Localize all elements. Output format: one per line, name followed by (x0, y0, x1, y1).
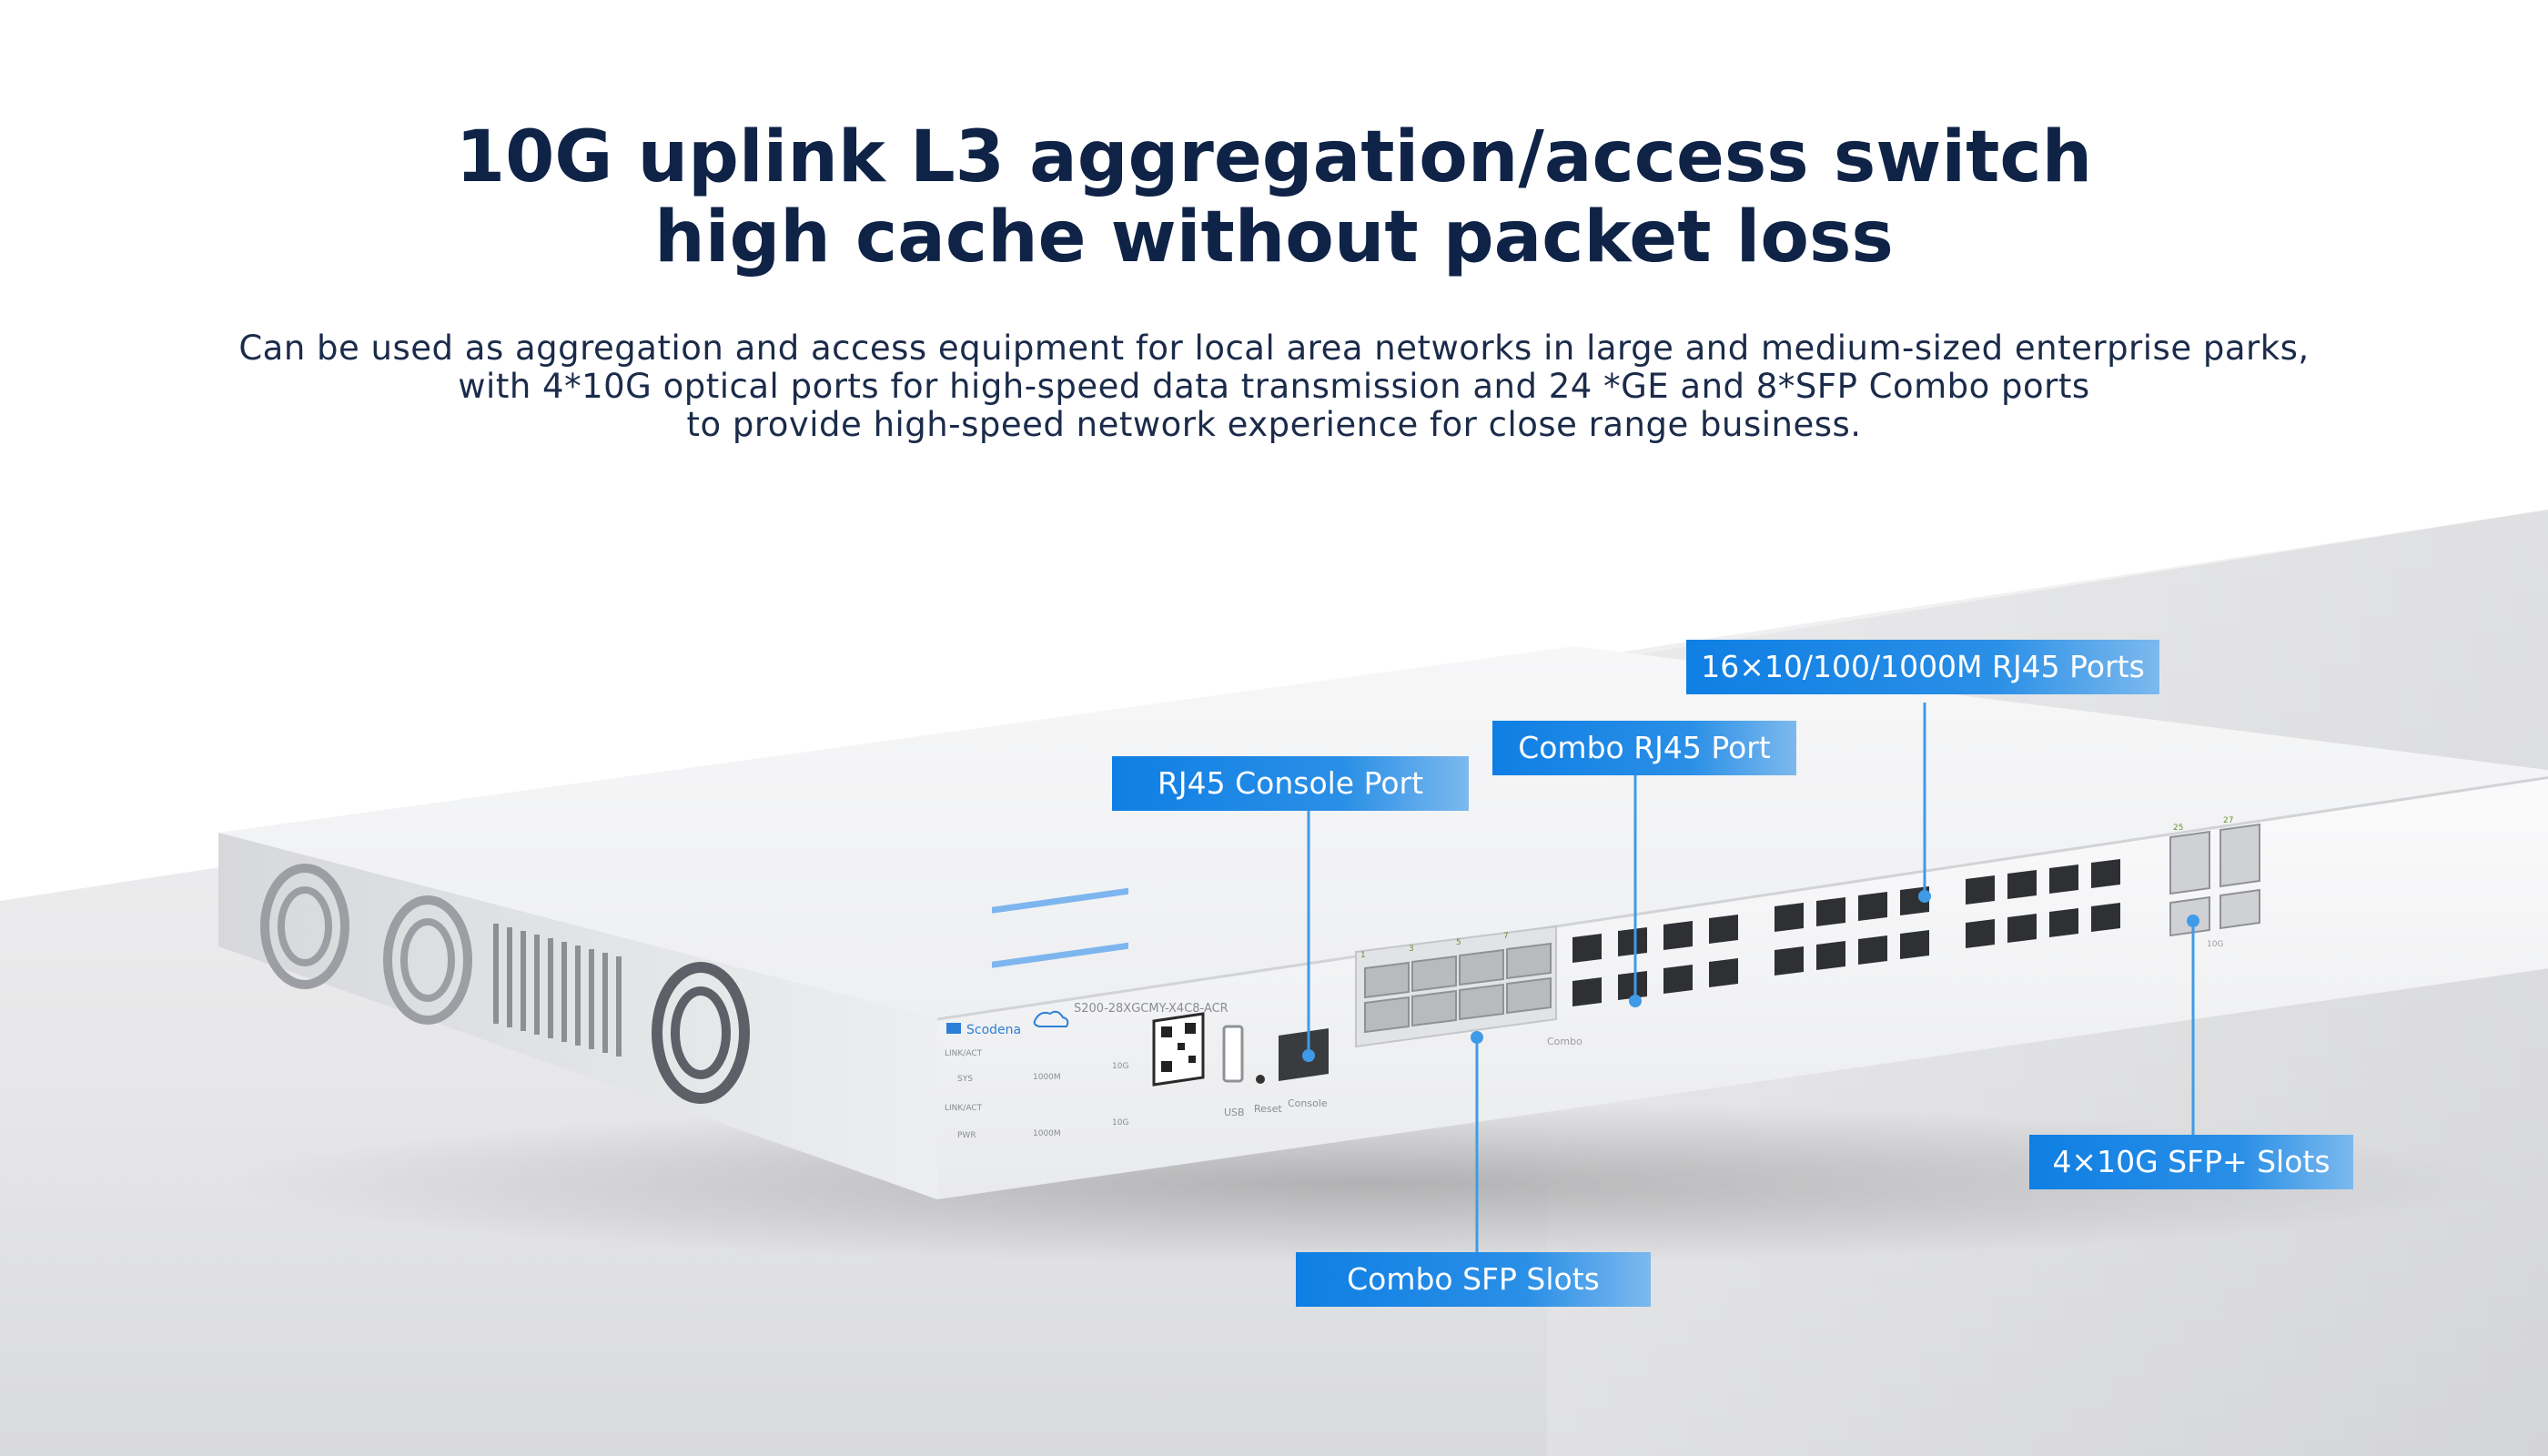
sfp-plus-speed-label: 10G (2207, 940, 2223, 949)
fan-icon (383, 895, 472, 1025)
port-number: 27 (2223, 816, 2233, 825)
speed-label: 10G (1112, 1118, 1128, 1127)
callout-console-port: RJ45 Console Port (1112, 756, 1469, 811)
combo-label: Combo (1547, 1036, 1582, 1047)
headline-line-2: high cache without packet loss (654, 197, 1894, 278)
speed-label: 1000M (1033, 1073, 1061, 1082)
device-top (218, 646, 2548, 1019)
callout-combo-rj45: Combo RJ45 Port (1492, 721, 1796, 775)
callout-sfp-plus-slots: 4×10G SFP+ Slots (2029, 1135, 2353, 1189)
leader-lines (1307, 703, 2195, 1252)
usb-label: USB (1224, 1107, 1245, 1118)
port-number: 7 (1503, 932, 1509, 941)
callout-rj45-ports: 16×10/100/1000M RJ45 Ports (1686, 640, 2159, 694)
brand-logo-icon (946, 1023, 961, 1034)
brand-name: Scodena (966, 1023, 1021, 1037)
description-line-3: to provide high-speed network experience… (686, 405, 1862, 444)
device-front-panel (937, 777, 2548, 1199)
usb-port[interactable] (1222, 1025, 1244, 1083)
callout-combo-sfp-slots: Combo SFP Slots (1296, 1252, 1651, 1307)
model-name: S200-28XGCMY-X4C8-ACR (1074, 1002, 1228, 1016)
led-label: LINK/ACT (945, 1049, 983, 1058)
led-label: SYS (957, 1075, 973, 1084)
qr-code-icon (1152, 1012, 1205, 1087)
description-line-2: with 4*10G optical ports for high-speed … (458, 367, 2090, 406)
reset-label: Reset (1254, 1103, 1282, 1115)
console-label: Console (1288, 1097, 1328, 1109)
port-number: 25 (2173, 824, 2183, 833)
description-line-1: Can be used as aggregation and access eq… (238, 329, 2310, 368)
reset-button[interactable] (1256, 1075, 1265, 1084)
port-number: 3 (1409, 945, 1414, 954)
led-label: LINK/ACT (945, 1104, 983, 1113)
headline-line-1: 10G uplink L3 aggregation/access switch (455, 116, 2093, 198)
cloud-icon (1033, 1010, 1069, 1027)
combo-sfp-slots (1355, 925, 1557, 1048)
combo-rj45-ports (1572, 915, 1738, 1006)
speed-label: 1000M (1033, 1129, 1061, 1138)
led-strip (992, 887, 1128, 968)
leader-dots (1302, 890, 2199, 1062)
fan-icon (260, 864, 349, 989)
port-number: 1 (1360, 951, 1366, 960)
port-number: 5 (1456, 938, 1461, 947)
fan-icon (652, 962, 750, 1104)
speed-label: 10G (1112, 1062, 1128, 1071)
vent-icon (493, 924, 622, 1057)
led-label: PWR (957, 1131, 976, 1140)
rj45-ports-17-24 (1966, 859, 2120, 948)
